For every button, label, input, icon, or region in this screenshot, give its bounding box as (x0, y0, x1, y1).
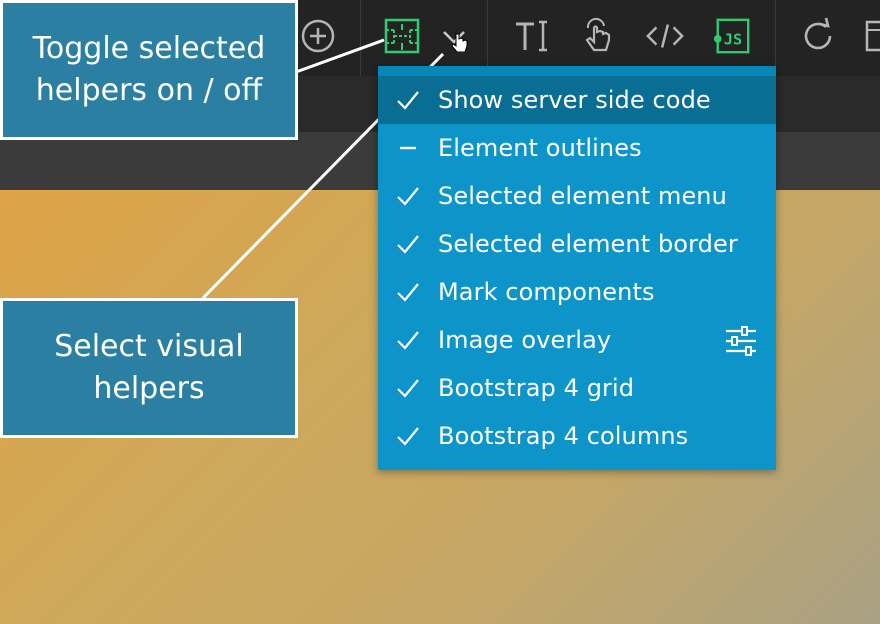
menu-item-selected-element-border[interactable]: Selected element border (378, 220, 776, 268)
sliders-icon[interactable] (724, 324, 758, 358)
menu-item-label: Mark components (438, 278, 655, 306)
menu-item-label: Bootstrap 4 grid (438, 374, 635, 402)
javascript-icon[interactable]: JS (712, 14, 752, 58)
callout-text: Select visual helpers (54, 329, 244, 406)
toolbar-divider (775, 0, 776, 76)
toolbar-divider (360, 0, 361, 76)
refresh-icon[interactable] (798, 14, 838, 58)
check-icon (378, 76, 438, 124)
menu-item-label: Bootstrap 4 columns (438, 422, 689, 450)
menu-item-image-overlay[interactable]: Image overlay (378, 316, 776, 364)
menu-item-bootstrap-4-columns[interactable]: Bootstrap 4 columns (378, 412, 776, 460)
check-icon (378, 268, 438, 316)
text-edit-icon[interactable] (512, 14, 552, 58)
chevron-down-icon[interactable] (434, 14, 474, 58)
menu-item-mark-components[interactable]: Mark components (378, 268, 776, 316)
check-icon (378, 364, 438, 412)
menu-item-element-outlines[interactable]: Element outlines (378, 124, 776, 172)
toolbar-divider (487, 0, 488, 76)
visual-helpers-menu: Show server side code Element outlines S… (378, 66, 776, 470)
visual-helpers-icon[interactable] (382, 14, 422, 58)
callout-text: Toggle selected helpers on / off (32, 31, 266, 108)
check-icon (378, 412, 438, 460)
code-icon[interactable] (645, 14, 685, 58)
menu-item-label: Show server side code (438, 86, 711, 114)
callout-toggle-helpers: Toggle selected helpers on / off (0, 0, 298, 140)
check-icon (378, 316, 438, 364)
dash-icon (378, 124, 438, 172)
menu-item-show-server-side-code[interactable]: Show server side code (378, 76, 776, 124)
menu-item-label: Element outlines (438, 134, 642, 162)
menu-item-label: Image overlay (438, 326, 612, 354)
check-icon (378, 172, 438, 220)
menu-item-selected-element-menu[interactable]: Selected element menu (378, 172, 776, 220)
panel-icon[interactable] (856, 14, 880, 58)
menu-item-label: Selected element border (438, 230, 738, 258)
menu-item-label: Selected element menu (438, 182, 727, 210)
add-icon[interactable] (298, 14, 338, 58)
interaction-icon[interactable] (578, 14, 618, 58)
callout-select-helpers: Select visual helpers (0, 298, 298, 438)
javascript-icon-label: JS (724, 31, 742, 49)
menu-item-bootstrap-4-grid[interactable]: Bootstrap 4 grid (378, 364, 776, 412)
check-icon (378, 220, 438, 268)
menu-header-strip (378, 66, 776, 76)
